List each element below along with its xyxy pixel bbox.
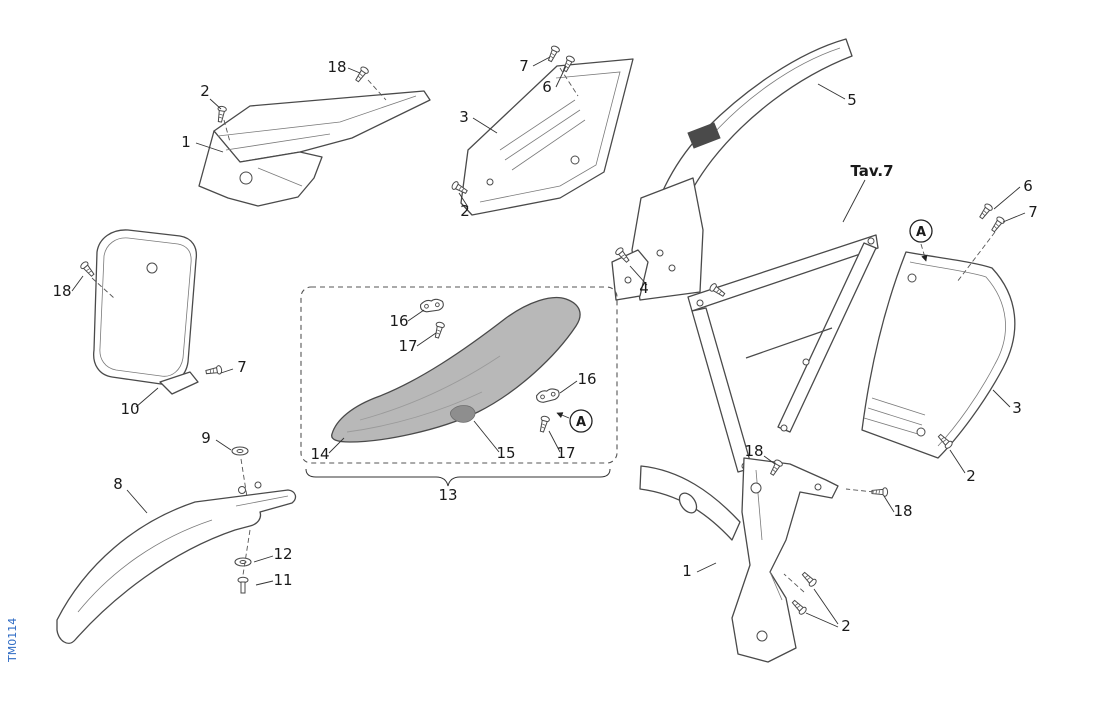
- callout-11-bolt: 11: [273, 571, 292, 589]
- seat-bracket-part: [534, 386, 561, 405]
- screw-icon: [790, 598, 809, 617]
- screw-icon: [432, 320, 446, 340]
- callout-18-headlight: 18: [327, 58, 346, 76]
- frame-tube-part: [639, 465, 741, 541]
- callout-16-seat-bracket-right: 16: [577, 370, 596, 388]
- callout-15-seat-patch: 15: [496, 444, 515, 462]
- drawing-code: TM0114: [6, 618, 19, 663]
- callout-5-rear-fender: 5: [847, 91, 857, 109]
- assembly-axis-lines: [91, 67, 996, 593]
- callout-4-bracket-screw: 4: [639, 279, 649, 297]
- callout-1-headlight: 1: [181, 133, 191, 151]
- front-fender-part: [56, 481, 297, 644]
- callout-10-number-plate: 10: [120, 400, 139, 418]
- callout-2-side-panel-left: 2: [460, 202, 470, 220]
- seat-group-brace: [305, 468, 611, 487]
- screw-icon: [204, 364, 223, 377]
- callout-7-side-panel: 7: [519, 57, 529, 75]
- headlight-mask-part: [198, 90, 431, 207]
- screw-icon: [537, 414, 551, 434]
- callout-8-front-fender: 8: [113, 475, 123, 493]
- seat-cover-patch: [450, 405, 476, 423]
- seat-group-box: [300, 286, 618, 464]
- screw-icon: [989, 215, 1007, 234]
- side-panel-left-part: [460, 58, 634, 216]
- callout-17-seat-screw-right: 17: [556, 444, 575, 462]
- screw-icon: [871, 487, 889, 497]
- bolt-icon: [237, 576, 249, 594]
- callout-16-seat-bracket: 16: [389, 312, 408, 330]
- rear-fender-lower-bracket-part: [611, 249, 649, 301]
- screw-icon: [353, 65, 371, 84]
- callout-3-side-panel-right: 3: [1012, 399, 1022, 417]
- callout-2-side-panel-right: 2: [966, 467, 976, 485]
- screw-icon: [545, 44, 561, 64]
- screw-icon: [800, 570, 819, 589]
- leader-lines: [71, 56, 1026, 628]
- callout-7-number-plate: 7: [237, 358, 247, 376]
- seat-part: [331, 296, 581, 443]
- washer-icon: [231, 446, 249, 456]
- screw-icon: [215, 105, 228, 124]
- callout-1-rear-bracket: 1: [682, 562, 692, 580]
- callout-6-side-panel-right: 6: [1023, 177, 1033, 195]
- callout-3-side-panel-left: 3: [459, 108, 469, 126]
- screw-icon: [977, 202, 995, 221]
- rear-bracket-part: [731, 457, 839, 663]
- callout-14-seat: 14: [310, 445, 329, 463]
- subframe-reference-part: [687, 234, 879, 473]
- callout-9-washer: 9: [201, 429, 211, 447]
- subframe-reference-label: Tav.7: [850, 162, 893, 180]
- detail-marker-a-seat: A: [569, 409, 593, 433]
- callout-2-rear-bracket: 2: [841, 617, 851, 635]
- detail-marker-a-label: A: [916, 225, 926, 240]
- detail-marker-a-right: A: [909, 219, 933, 243]
- side-panel-right-part: [861, 251, 1016, 459]
- callout-2-headlight: 2: [200, 82, 210, 100]
- rear-fender-part: [631, 38, 853, 301]
- callout-18-rear-bracket-right: 18: [893, 502, 912, 520]
- callout-13-seat-assembly: 13: [438, 486, 457, 504]
- front-number-plate-part: [93, 229, 199, 395]
- screw-icon: [78, 260, 97, 279]
- callout-17-seat-screw: 17: [398, 337, 417, 355]
- detail-marker-a-label: A: [576, 415, 586, 430]
- callout-6-side-panel: 6: [542, 78, 552, 96]
- callout-7-side-panel-right: 7: [1028, 203, 1038, 221]
- callout-18-rear-bracket-left: 18: [744, 442, 763, 460]
- callout-12-washer: 12: [273, 545, 292, 563]
- callout-18-number-plate: 18: [52, 282, 71, 300]
- washer-icon: [234, 557, 252, 567]
